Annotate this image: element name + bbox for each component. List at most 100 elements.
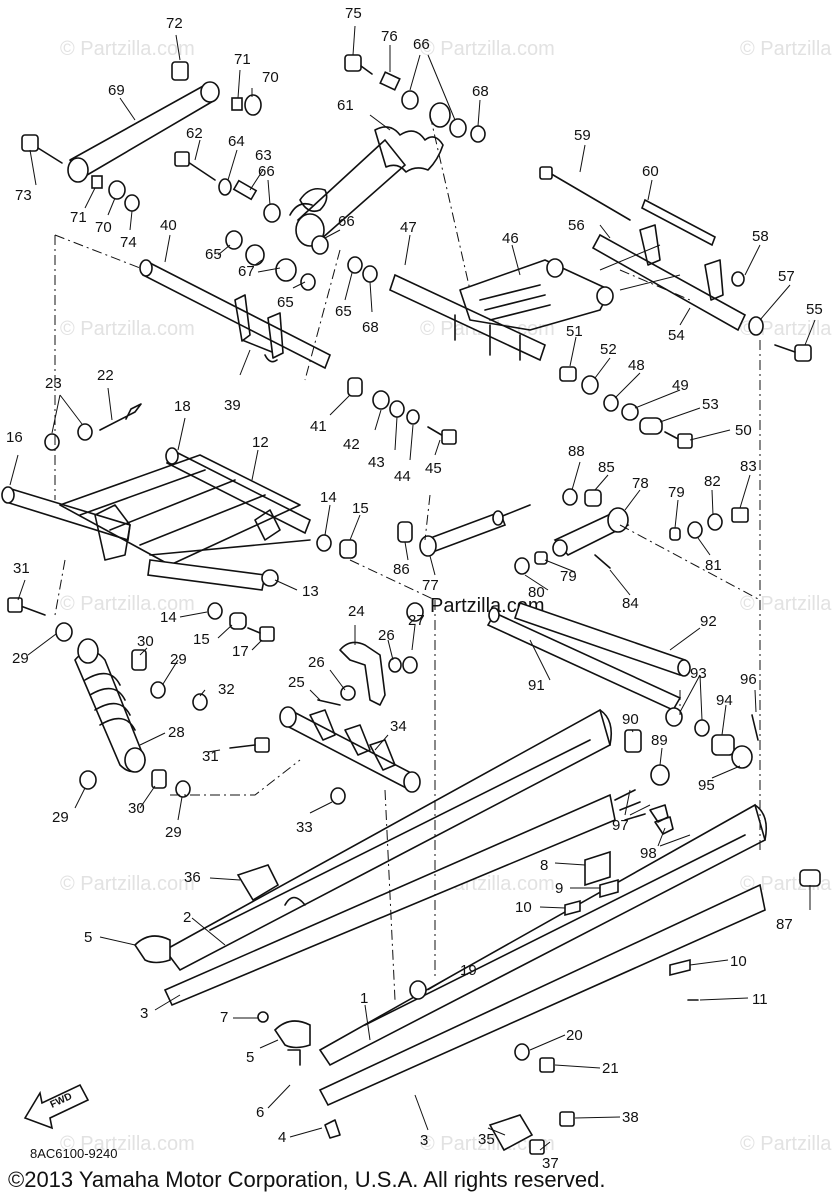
rear-axle-assembly [539,166,812,362]
callout-57: 57 [778,268,795,285]
callout-40: 40 [160,217,177,234]
callout-49: 49 [672,377,689,394]
callout-86: 86 [393,561,410,578]
callout-65: 65 [277,294,294,311]
callout-73: 73 [15,187,32,204]
callout-45: 45 [425,460,442,477]
callout-30: 30 [128,800,145,817]
callout-26: 26 [308,654,325,671]
watermark: © Partzilla.com [420,38,555,60]
callout-77: 77 [422,577,439,594]
callout-30: 30 [137,633,154,650]
callout-41: 41 [310,418,327,435]
watermark: © Partzilla.com [60,593,195,615]
left-slide-rail [163,708,616,1007]
callout-13: 13 [302,583,319,600]
callout-65: 65 [335,303,352,320]
callout-20: 20 [566,1027,583,1044]
callout-95: 95 [698,777,715,794]
callout-25: 25 [288,674,305,691]
rear-idler-hardware [624,707,759,786]
callout-6: 6 [256,1104,264,1121]
callout-54: 54 [668,327,685,344]
callout-51: 51 [566,323,583,340]
callout-21: 21 [602,1060,619,1077]
callout-71: 71 [234,51,251,68]
callout-83: 83 [740,458,757,475]
diagram-code: 8AC6100-9240 [30,1146,118,1161]
callout-64: 64 [228,133,245,150]
shock-top-hardware [311,54,486,255]
callout-11: 11 [752,991,768,1008]
callout-55: 55 [806,301,823,318]
callout-88: 88 [568,443,585,460]
callout-62: 62 [186,125,203,142]
callout-14: 14 [160,609,177,626]
callout-66: 66 [338,213,355,230]
callout-81: 81 [705,557,722,574]
watermark: © Partzilla.com [740,593,832,615]
callout-14: 14 [320,489,337,506]
assembly-lines [54,114,761,1001]
callout-28: 28 [168,724,185,741]
right-slide-rail [318,803,768,1107]
stopper-arm [552,507,749,569]
callout-82: 82 [704,473,721,490]
parts-drawing: FWD [1,5,823,1172]
rail-hardware [133,850,821,1155]
callout-90: 90 [622,711,639,728]
callout-23: 23 [45,375,62,392]
callout-24: 24 [348,603,365,620]
watermark: © Partzilla.com [60,318,195,340]
callout-42: 42 [343,436,360,453]
callout-91: 91 [528,677,545,694]
callout-5: 5 [246,1049,254,1066]
callout-12: 12 [252,434,269,451]
callout-78: 78 [632,475,649,492]
front-suspension-frame [1,447,312,591]
callout-89: 89 [651,732,668,749]
callout-3: 3 [140,1005,148,1022]
callout-47: 47 [400,219,417,236]
callout-39: 39 [224,397,241,414]
center-shock-absorber [289,102,451,247]
watermark: © Partzilla.com [60,1133,195,1155]
callout-44: 44 [394,468,411,485]
callout-4: 4 [278,1129,286,1146]
callout-5: 5 [84,929,92,946]
front-shock-absorber [7,597,270,798]
callout-79: 79 [668,484,685,501]
callout-70: 70 [262,69,279,86]
wear-strip-clips [614,789,674,835]
callout-56: 56 [568,217,585,234]
watermark: © Partzilla.com [740,38,832,60]
callout-52: 52 [600,341,617,358]
callout-34: 34 [390,718,407,735]
callout-10: 10 [515,899,532,916]
adjuster-bolt [44,403,142,451]
callout-79: 79 [560,568,577,585]
callout-80: 80 [528,584,545,601]
shock-mount-bolt [174,151,281,223]
callout-10: 10 [730,953,747,970]
bushings-top-left [91,94,262,212]
fwd-arrow: FWD [23,1083,90,1130]
leader-lines [9,25,816,1151]
copyright-notice: ©2013 Yamaha Motor Corporation, U.S.A. A… [8,1167,606,1192]
callout-67: 67 [238,263,255,280]
callout-53: 53 [702,396,719,413]
callout-37: 37 [542,1155,559,1172]
callout-84: 84 [622,595,639,612]
callout-71: 71 [70,209,87,226]
callout-46: 46 [502,230,519,247]
callout-68: 68 [362,319,379,336]
callout-65: 65 [205,246,222,263]
front-arm-shaft [139,230,378,370]
callout-50: 50 [735,422,752,439]
callout-76: 76 [381,28,398,45]
watermark: © Partzilla.com [60,38,195,60]
callout-3: 3 [420,1132,428,1149]
callout-72: 72 [166,15,183,32]
callout-98: 98 [640,845,657,862]
